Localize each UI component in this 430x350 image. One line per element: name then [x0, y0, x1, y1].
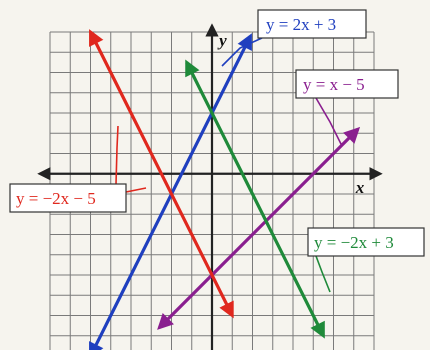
equation-box: [257, 9, 367, 39]
leader-line: [315, 255, 331, 293]
label-y-neg2x-plus-3: y = −2x + 3: [314, 233, 394, 252]
line-y-neg2x-plus-3: [185, 59, 325, 339]
y-axis-label: y: [217, 31, 227, 50]
label-leaders: [115, 37, 343, 293]
label-y-neg2x-minus-5: y = −2x − 5: [16, 189, 96, 208]
leader-line: [115, 125, 119, 185]
equation-box: [295, 69, 399, 99]
label-y-x-minus-5: y = x − 5: [303, 75, 365, 94]
leader-line: [221, 37, 263, 67]
equation-box: [9, 183, 127, 213]
leader-line: [315, 97, 343, 147]
leader-line: [125, 187, 147, 193]
equation-labels: y = 2x + 3 y = x − 5 y = −2x − 5 y = −2x + …: [9, 9, 425, 257]
equation-box: [307, 227, 425, 257]
x-axis-label: x: [355, 178, 365, 197]
label-y-2x-plus-3: y = 2x + 3: [266, 15, 336, 34]
series-lines: [89, 29, 361, 350]
